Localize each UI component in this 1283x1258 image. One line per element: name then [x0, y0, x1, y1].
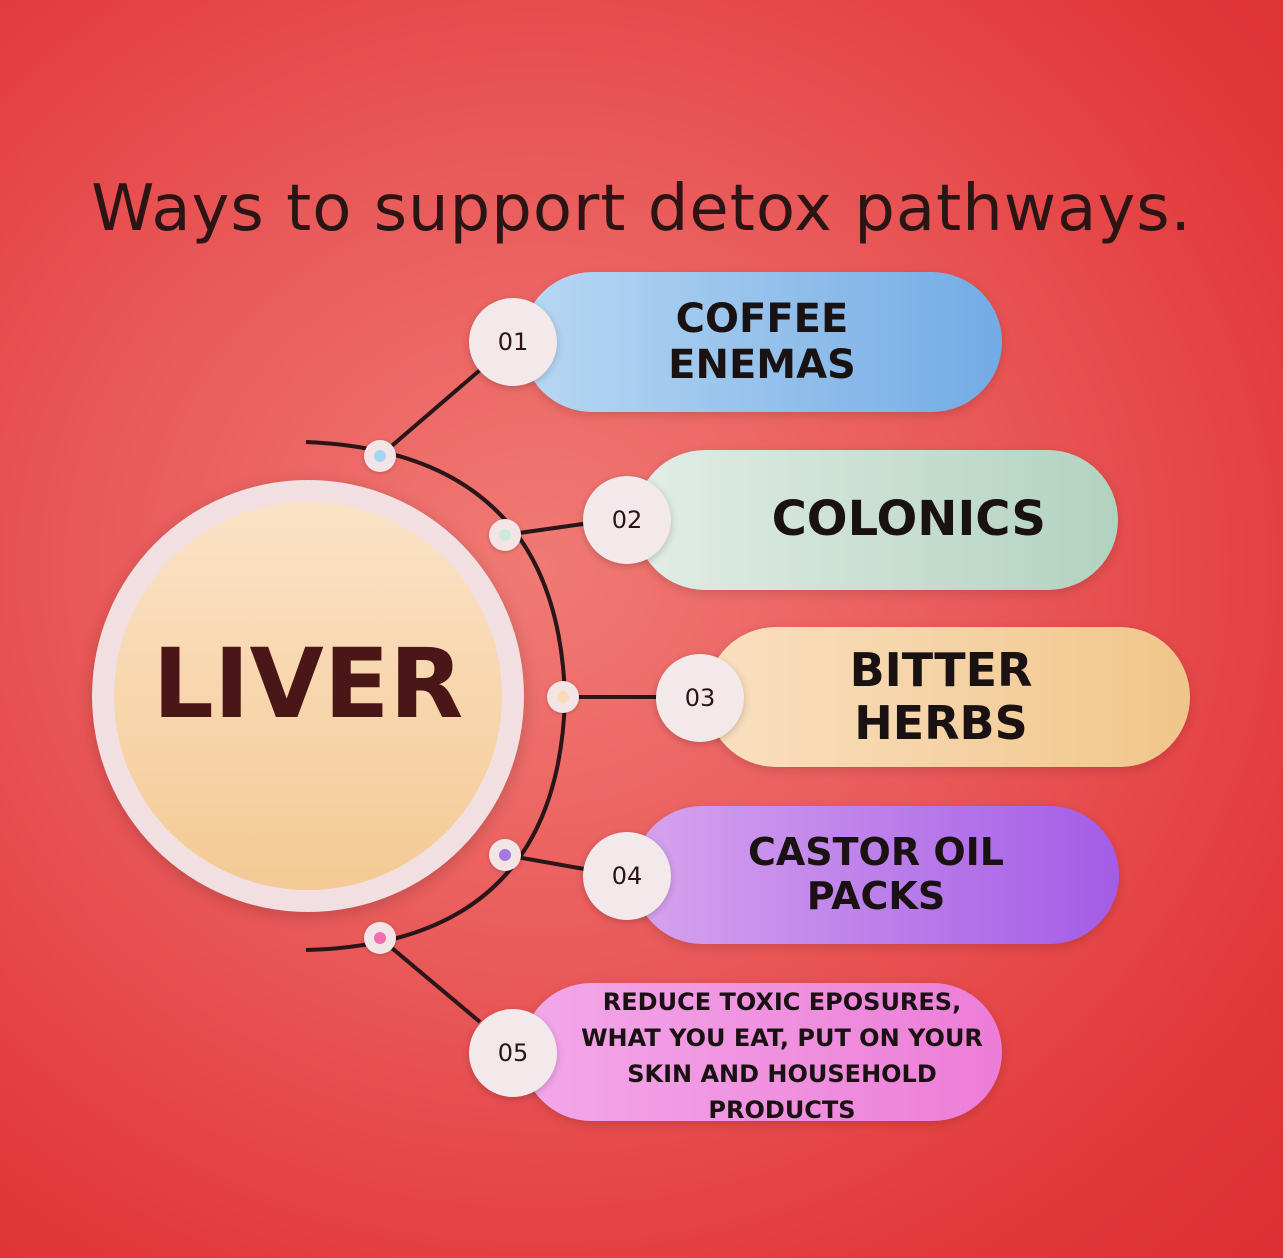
connector-dot-01: [364, 440, 396, 472]
item-05-number: 05: [469, 1009, 557, 1097]
connector-dot-03: [547, 681, 579, 713]
connector-dot-02: [489, 519, 521, 551]
item-04-label: CASTOR OIL PACKS: [747, 830, 1005, 918]
item-01-pill: COFFEE ENEMAS: [522, 272, 1002, 412]
connector-dot-05: [364, 922, 396, 954]
item-03-label: BITTER HERBS: [849, 643, 1033, 750]
item-03-number: 03: [656, 654, 744, 742]
item-03-pill: BITTER HERBS: [706, 627, 1190, 767]
item-01-label: COFFEE ENEMAS: [668, 296, 856, 388]
item-05-label: REDUCE TOXIC EPOSURES, WHAT YOU EAT, PUT…: [581, 988, 983, 1124]
item-01-number: 01: [469, 298, 557, 386]
connector-05: [378, 936, 482, 1024]
connector-01: [378, 368, 482, 458]
liver-label: LIVER: [152, 628, 464, 740]
item-04-number: 04: [583, 832, 671, 920]
item-02-label: COLONICS: [771, 491, 1046, 548]
item-05-pill: REDUCE TOXIC EPOSURES, WHAT YOU EAT, PUT…: [522, 983, 1002, 1124]
item-02-number: 02: [583, 476, 671, 564]
connector-dot-04: [489, 839, 521, 871]
item-04-pill: CASTOR OIL PACKS: [633, 806, 1119, 944]
liver-circle: LIVER: [92, 480, 524, 912]
item-02-pill: COLONICS: [635, 450, 1118, 590]
diagram-title: Ways to support detox pathways.: [91, 172, 1192, 246]
